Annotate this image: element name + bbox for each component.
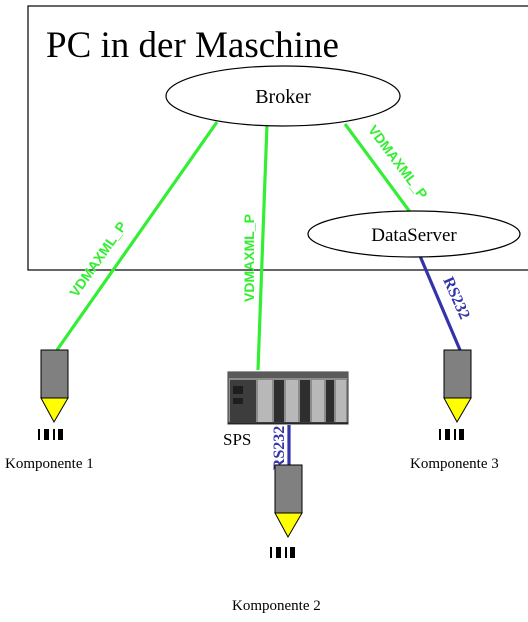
comp3-label: Komponente 3 <box>410 456 499 472</box>
dataserver-node <box>307 210 521 258</box>
protocol-label-sps: VDMAXML_P <box>241 214 257 302</box>
sensor-body <box>40 349 69 399</box>
link-broker-dataserver <box>343 123 412 213</box>
link-broker-sps <box>256 123 269 371</box>
barcode-icon <box>270 547 295 558</box>
comp1-label: Komponente 1 <box>5 456 94 472</box>
sps-rack <box>227 371 349 425</box>
sensor-tip <box>40 397 69 424</box>
barcode-icon <box>439 429 464 440</box>
protocol-label-comp2: RS232 <box>271 426 288 470</box>
broker-label: Broker <box>255 86 311 108</box>
pc-title: PC in der Maschine <box>46 25 339 66</box>
sensor-comp3 <box>439 349 472 440</box>
link-broker-comp1 <box>55 121 219 351</box>
sensor-body <box>274 464 303 514</box>
comp2-label: Komponente 2 <box>232 598 321 614</box>
sensor-tip <box>274 512 303 539</box>
barcode-icon <box>38 429 63 440</box>
sensor-body <box>443 349 472 399</box>
sensor-comp2 <box>270 464 303 558</box>
broker-node <box>165 65 401 127</box>
sensor-comp1 <box>38 349 69 440</box>
sensor-tip <box>443 397 472 424</box>
dataserver-label: DataServer <box>371 225 457 246</box>
sps-label: SPS <box>223 430 251 449</box>
link-dataserver-comp3 <box>418 255 462 351</box>
